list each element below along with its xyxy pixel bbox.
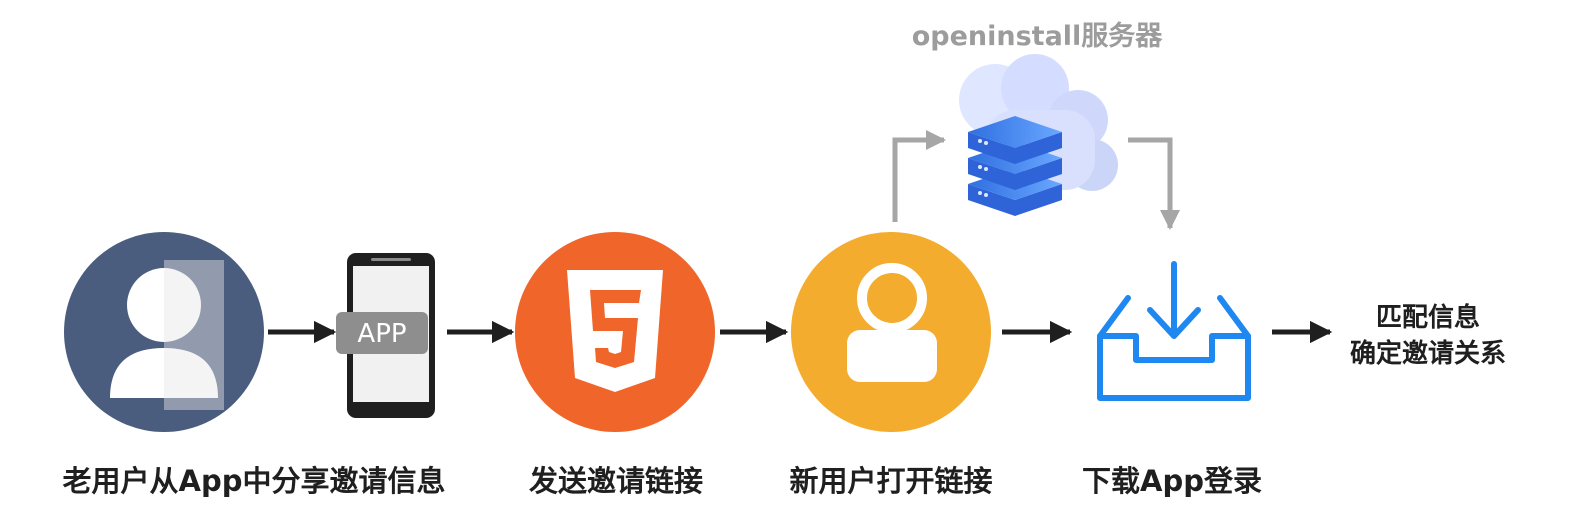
step-label-h5-link: 发送邀请链接 — [528, 464, 704, 498]
html5-icon — [515, 232, 715, 432]
download-tray-icon — [1097, 261, 1251, 401]
server-label: openinstall服务器 — [911, 21, 1163, 52]
old-user-icon — [64, 232, 264, 432]
result-line-2: 确定邀请关系 — [1349, 339, 1507, 369]
step-label-download: 下载App登录 — [1082, 464, 1262, 498]
result-label: 匹配信息 确定邀请关系 — [1350, 300, 1506, 372]
step-label-old-user: 老用户从App中分享邀请信息 — [62, 464, 446, 498]
cloud-server-icon — [959, 54, 1118, 216]
phone-icon: APP — [336, 253, 435, 418]
result-line-1: 匹配信息 — [1375, 303, 1481, 333]
arrow-server-to-download — [1128, 137, 1180, 230]
server-arrows — [892, 130, 1180, 230]
new-user-icon — [791, 232, 991, 432]
server-icon — [968, 116, 1062, 216]
step-label-new-user: 新用户打开链接 — [789, 464, 993, 498]
phone-screen-text: APP — [357, 319, 406, 349]
arrow-newuser-to-server — [892, 130, 946, 222]
